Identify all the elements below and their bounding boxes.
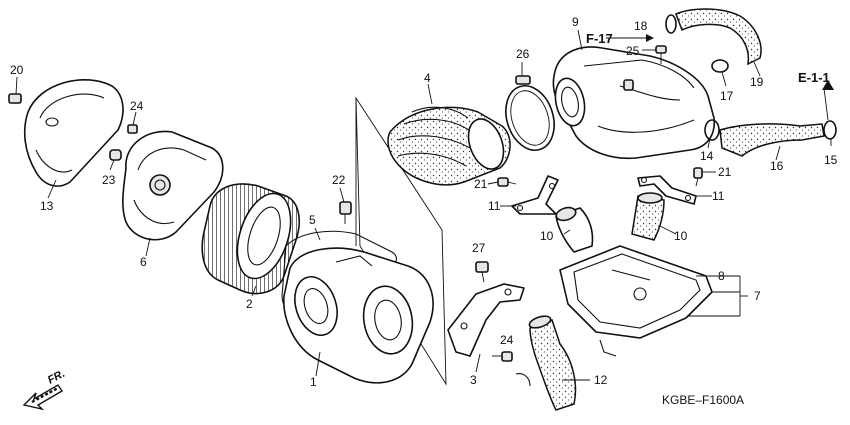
callout-2: 2 <box>246 297 253 311</box>
lower-hose-part-16 <box>719 123 825 157</box>
callout-13: 13 <box>40 199 54 213</box>
front-label: FR. <box>46 368 67 387</box>
drain-tube-part-12 <box>515 315 577 411</box>
callout-11-left: 11 <box>488 199 501 213</box>
screw-part-24-upper <box>127 111 138 134</box>
callout-10-right: 10 <box>674 229 688 243</box>
air-cleaner-case-part-1 <box>283 247 434 384</box>
callout-3: 3 <box>470 373 477 387</box>
screw-part-25 <box>655 45 667 64</box>
assembly-outline <box>355 96 447 386</box>
bracket-part-11-left <box>511 175 559 215</box>
callout-4: 4 <box>424 71 431 85</box>
callout-17: 17 <box>720 89 734 103</box>
clip-part-15 <box>823 120 837 146</box>
clip-part-17 <box>711 59 729 87</box>
arrow-f17 <box>628 34 654 42</box>
reference-f17: F-17 <box>586 31 613 46</box>
callout-23: 23 <box>102 173 116 187</box>
grommet-part-23 <box>109 149 122 171</box>
tube-part-10-right <box>631 192 665 241</box>
cover-plate-part-6 <box>122 130 224 241</box>
callout-21-left: 21 <box>474 177 488 191</box>
air-filter-element-part-2 <box>201 183 300 295</box>
callout-7: 7 <box>754 289 761 303</box>
screw-part-24-lower <box>492 351 513 362</box>
intake-boot-part-4 <box>387 106 511 186</box>
upper-hose-part-19 <box>675 8 762 66</box>
cover-part-13 <box>23 79 124 187</box>
callout-8: 8 <box>718 269 725 283</box>
callout-15: 15 <box>824 153 838 167</box>
bolt-part-21-right <box>693 167 703 187</box>
tube-part-10-left <box>555 206 594 253</box>
callout-24-upper: 24 <box>130 99 144 113</box>
bolt-part-27 <box>475 261 489 283</box>
tray-part-7 <box>559 245 713 357</box>
bolt-part-22 <box>339 187 352 224</box>
drawing-code: KGBE–F1600A <box>662 393 744 407</box>
arrow-e11 <box>822 80 834 90</box>
bolt-part-20 <box>8 76 22 104</box>
callout-16: 16 <box>770 159 784 173</box>
callout-5: 5 <box>309 213 316 227</box>
brackets-7-8 <box>688 275 748 317</box>
callout-11-right: 11 <box>712 189 725 203</box>
callout-9: 9 <box>572 15 579 29</box>
callout-12: 12 <box>594 373 608 387</box>
callout-6: 6 <box>140 255 147 269</box>
clip-part-18 <box>665 14 677 34</box>
front-direction-arrow <box>22 384 63 411</box>
callout-24-lower: 24 <box>500 333 514 347</box>
callout-25: 25 <box>626 44 640 58</box>
clip-part-14 <box>704 119 720 149</box>
callout-27: 27 <box>472 241 486 255</box>
callout-21-right: 21 <box>718 165 732 179</box>
callout-19: 19 <box>750 75 764 89</box>
callout-1: 1 <box>310 375 317 389</box>
bracket-part-11-right <box>637 175 697 205</box>
bolt-part-21-left <box>497 177 517 187</box>
callout-14: 14 <box>700 149 714 163</box>
hose-clamp-part-26 <box>505 62 555 151</box>
callout-10-left: 10 <box>540 229 554 243</box>
callout-20: 20 <box>10 63 24 77</box>
callout-26: 26 <box>516 47 530 61</box>
callout-labels: 1 2 3 4 5 6 7 8 9 10 10 11 11 12 13 14 1… <box>10 15 838 389</box>
air-box-housing-part-9 <box>552 46 715 160</box>
callout-18: 18 <box>634 19 648 33</box>
callout-22: 22 <box>332 173 346 187</box>
stay-bracket-part-3 <box>447 283 525 357</box>
reference-e11: E-1-1 <box>798 70 830 85</box>
